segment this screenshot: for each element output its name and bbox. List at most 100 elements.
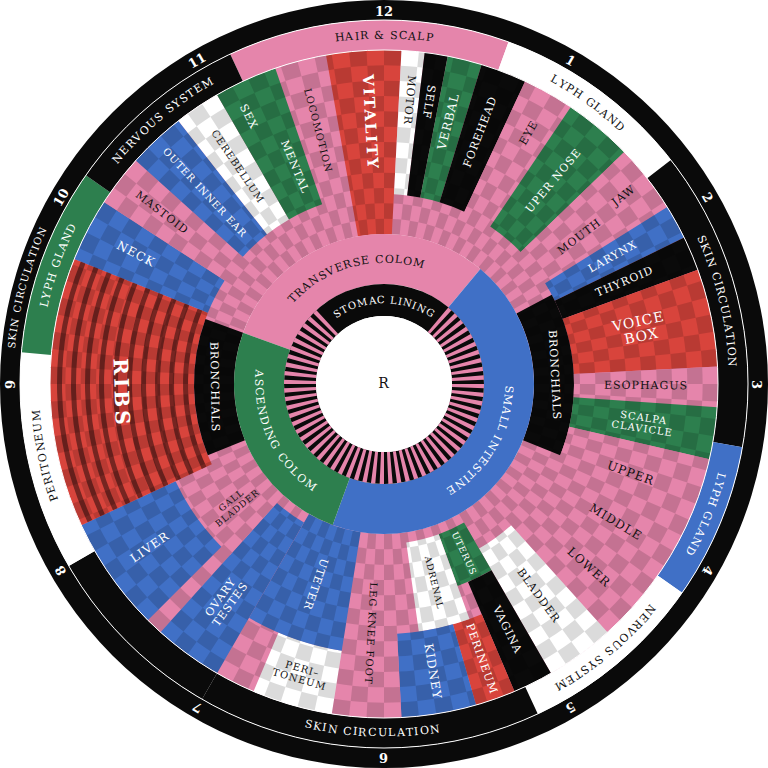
checker-cell [499, 194, 517, 213]
stomach-stripe [393, 451, 401, 483]
checker-cell [188, 490, 207, 508]
label-letter: S [7, 341, 18, 349]
checker-cell [585, 439, 603, 454]
checker-cell [232, 668, 254, 689]
checker-cell [490, 561, 508, 580]
checker-cell [681, 431, 699, 450]
checker-cell [609, 359, 625, 372]
checker-cell [141, 501, 161, 521]
checker-cell [606, 334, 623, 349]
label-letter: L [417, 31, 425, 43]
checker-cell [384, 81, 400, 97]
label-letter: N [327, 723, 338, 735]
checker-cell [161, 124, 184, 147]
checker-cell [403, 562, 415, 578]
checker-cell [255, 594, 274, 614]
checker-cell [341, 222, 353, 239]
checker-cell [451, 219, 466, 237]
checker-cell [621, 161, 644, 184]
checker-cell [219, 626, 240, 647]
zone-label: PERITONEUM [25, 405, 65, 509]
checker-cell [443, 600, 459, 618]
checker-cell [422, 130, 438, 147]
checker-cell [400, 532, 410, 548]
checker-cell [288, 559, 304, 577]
checker-cell [532, 142, 553, 163]
label-letter: P [425, 32, 434, 44]
checker-cell [507, 263, 525, 280]
checker-cell [516, 168, 535, 188]
checker-cell [409, 623, 424, 640]
checker-cell [250, 256, 267, 273]
checker-cell [562, 353, 578, 365]
checker-cell [578, 404, 595, 417]
checker-cell [586, 476, 605, 494]
label-letter: T [724, 332, 736, 341]
checker-cell [198, 440, 216, 454]
zone-label: ASCENDING COLOM [248, 362, 322, 496]
checker-cell [227, 430, 244, 443]
checker-cell [384, 687, 401, 703]
zone-label: HAIR & SCALP [328, 24, 440, 49]
checker-cell [532, 358, 548, 368]
stomach-stripe [290, 346, 321, 361]
checker-cell [343, 561, 355, 578]
checker-cell [641, 501, 661, 522]
checker-cell [591, 417, 608, 431]
checker-cell [661, 493, 681, 514]
label-letter: S [351, 256, 361, 268]
checker-cell [543, 260, 562, 277]
checker-cell [563, 298, 581, 314]
checker-cell [410, 546, 422, 563]
checker-cell [170, 566, 191, 587]
checker-cell [209, 286, 227, 302]
checker-cell [505, 512, 523, 530]
label-letter: I [322, 722, 328, 734]
label-letter: M [30, 410, 42, 422]
checker-cell [346, 608, 360, 625]
label-letter [11, 313, 21, 318]
checker-cell [546, 555, 566, 575]
checker-cell [155, 255, 175, 274]
checker-cell [210, 108, 232, 130]
checker-cell [232, 541, 251, 560]
checker-cell [464, 191, 480, 209]
organ-fill [511, 427, 709, 632]
stomach-stripe [399, 450, 410, 482]
checker-cell [205, 457, 223, 472]
rib-stripe [155, 298, 181, 481]
checker-cell [202, 651, 225, 673]
label-letter: C [253, 387, 264, 396]
checker-cell [319, 180, 334, 198]
checker-cell [401, 701, 419, 718]
checker-cell [561, 261, 580, 279]
checker-cell [222, 415, 239, 427]
checker-cell [233, 445, 250, 459]
clock-number: 9 [4, 379, 17, 388]
checker-cell [565, 598, 587, 620]
checker-cell [501, 495, 518, 512]
checker-cell [220, 400, 236, 410]
checker-cell [629, 549, 651, 571]
checker-cell [248, 72, 270, 93]
checker-cell [639, 281, 658, 300]
checker-cell [191, 288, 209, 304]
checker-cell [221, 350, 238, 361]
rib-stripe [57, 262, 92, 523]
organ-sector: BRONCHIALS [206, 340, 222, 434]
checker-cell [423, 224, 435, 241]
rib-stripe [169, 303, 194, 474]
checker-cell [466, 209, 482, 227]
checker-cell [286, 624, 304, 643]
stomach-stripe [371, 451, 378, 483]
checker-cell [148, 236, 168, 256]
label-letter: A [254, 369, 266, 378]
checker-cell [415, 529, 427, 546]
checker-cell [675, 248, 696, 270]
checker-cell [225, 647, 247, 668]
label-letter: C [377, 295, 385, 305]
checker-cell [261, 225, 278, 243]
label-letter: A [408, 30, 417, 42]
